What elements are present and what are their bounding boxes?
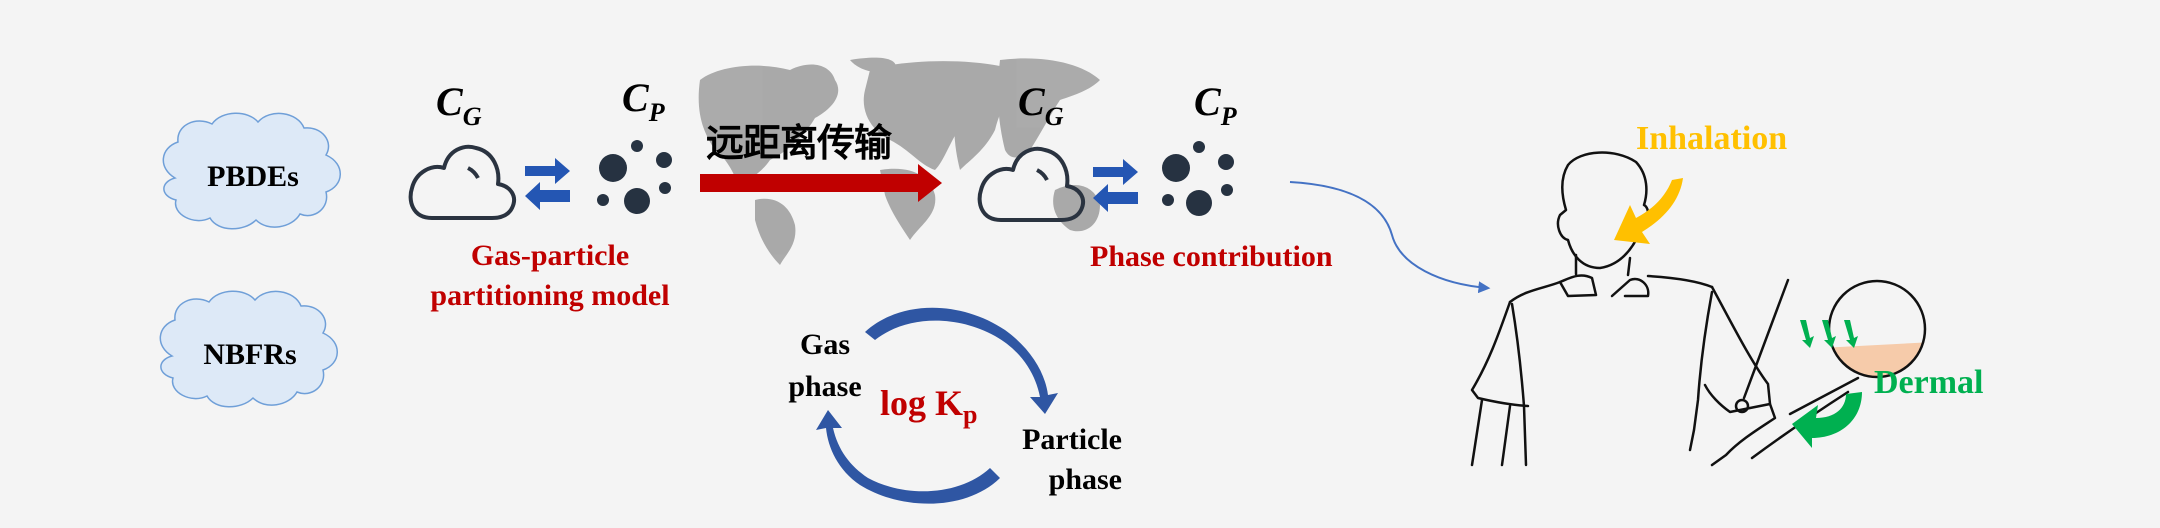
particle-phase-label: Particle phase — [1022, 423, 1122, 496]
gas-cloud-icon-left — [408, 144, 517, 220]
exchange-arrows-right — [1093, 159, 1138, 212]
world-map — [698, 57, 1100, 265]
gas-concentration-label-left: CG — [436, 79, 482, 131]
exchange-arrows-left — [525, 158, 570, 210]
source-label-nbfrs: NBFRs — [203, 338, 297, 371]
transport-label: 远距离传输 — [706, 121, 892, 165]
particles-icon-left — [597, 140, 672, 214]
inhalation-arrow-icon — [1614, 178, 1683, 244]
gas-concentration-label-right: CG — [1018, 79, 1064, 131]
dermal-arrow-icon — [1792, 392, 1862, 448]
gas-phase-label: Gas phase — [788, 328, 862, 403]
gas-cloud-icon-right — [977, 146, 1086, 222]
pbdes-cloud-shape — [162, 112, 341, 230]
log-kp-label: log Kp — [880, 383, 978, 429]
particle-concentration-label-left: CP — [622, 75, 665, 127]
partitioning-model-label: Gas-particle partitioning model — [430, 239, 670, 312]
phase-contribution-label: Phase contribution — [1090, 240, 1333, 273]
contribution-connector — [1289, 181, 1491, 294]
nbfrs-cloud-shape — [159, 290, 338, 408]
particle-concentration-label-right: CP — [1194, 79, 1237, 131]
cycle-arrows — [816, 307, 1058, 504]
dermal-label: Dermal — [1874, 364, 1984, 401]
particles-icon-right — [1162, 141, 1234, 216]
source-label-pbdes: PBDEs — [207, 160, 299, 193]
absorption-arrows — [1800, 320, 1858, 348]
transport-arrow — [700, 164, 942, 202]
inhalation-label: Inhalation — [1636, 120, 1788, 157]
person-figure — [1470, 151, 1860, 467]
